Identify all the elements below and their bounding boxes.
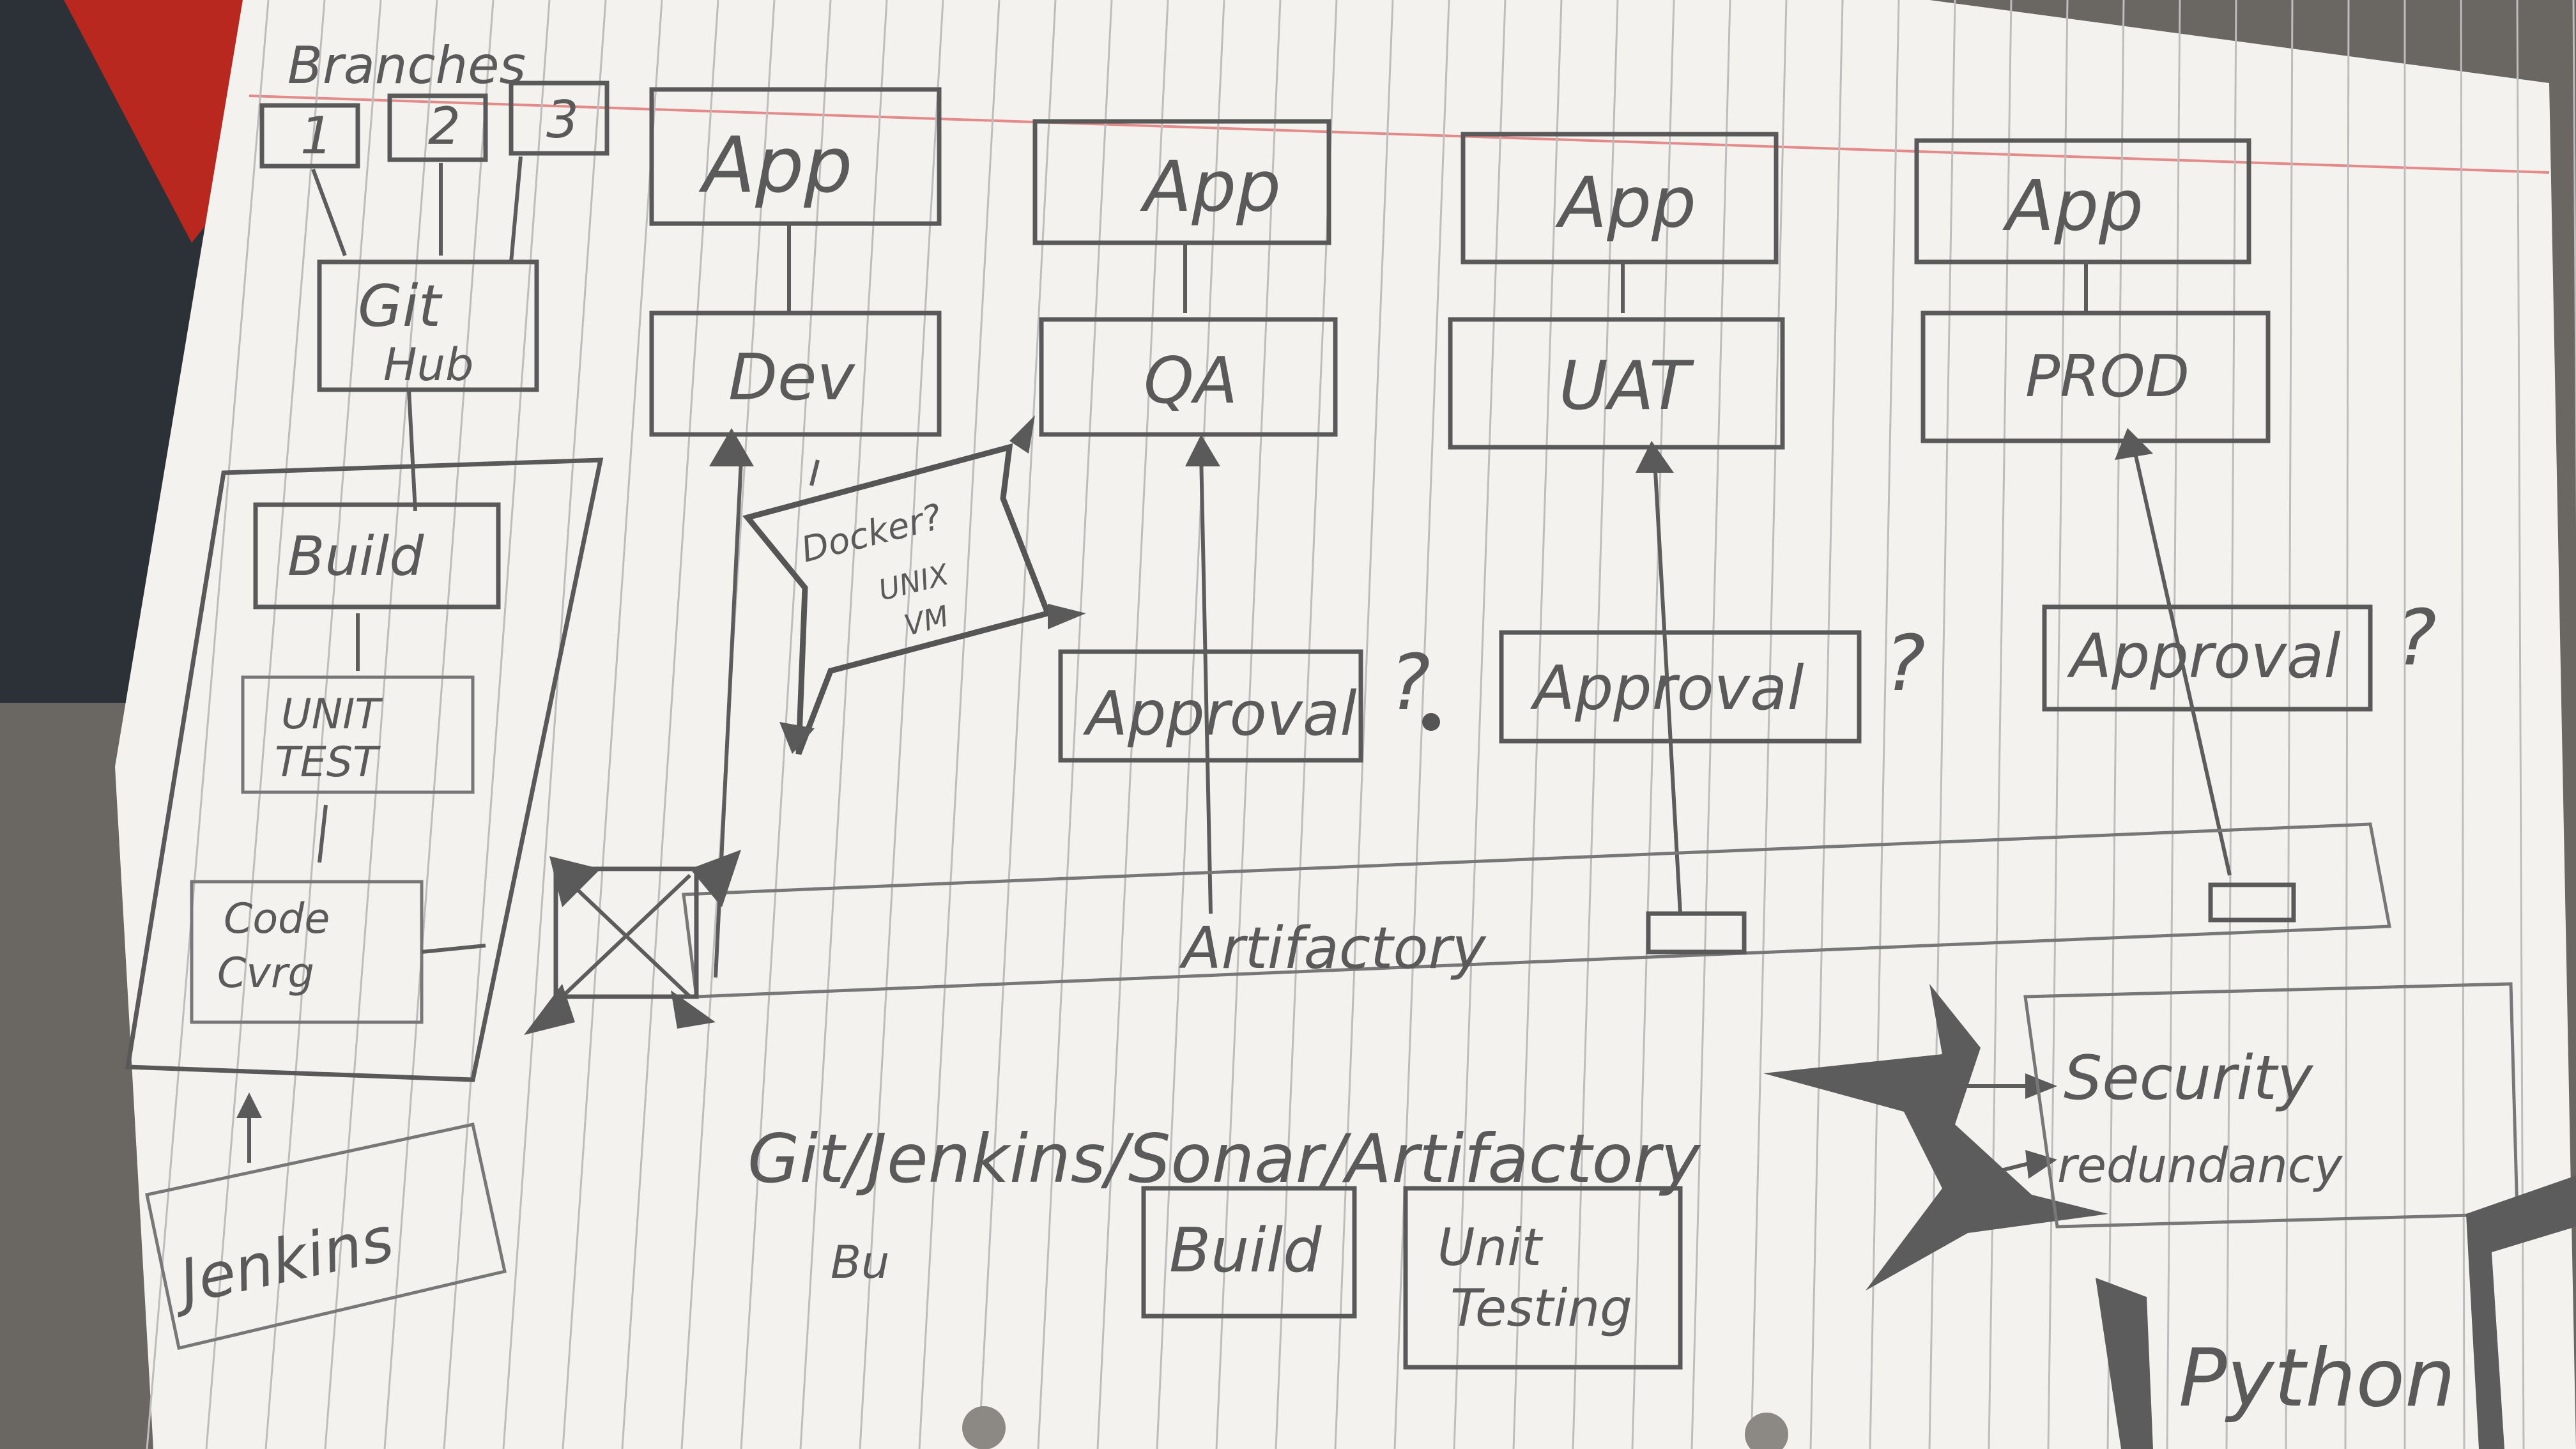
- app-label-prod: App: [2002, 165, 2143, 247]
- app-label-dev: App: [698, 121, 852, 210]
- ruling-line: [502, 0, 607, 1449]
- ruling-line: [918, 0, 1000, 1449]
- ruling-line: [2166, 0, 2181, 1449]
- env-dev: App Dev: [649, 87, 942, 437]
- ruling-line: [264, 0, 382, 1449]
- artifactory-label: Artifactory: [1179, 915, 1487, 982]
- ruling-line: [2572, 0, 2576, 532]
- python-bracket: [2096, 1278, 2153, 1449]
- docker-vm-shape: [742, 443, 1052, 755]
- jenkins-box: [145, 1123, 507, 1351]
- unit-testing-box: [1403, 1186, 1683, 1370]
- app-box-dev: [649, 87, 942, 226]
- app-label-uat: App: [1555, 162, 1696, 243]
- approval-question-uat: ?: [1885, 620, 1926, 709]
- red-object: [64, 0, 243, 243]
- github-box: [317, 259, 539, 392]
- ruling-line: [562, 0, 663, 1449]
- pipeline-code-coverage-line1: Code: [224, 895, 330, 943]
- branch-boxes: 1 2 3: [259, 80, 610, 169]
- pipeline-unit-test-box: [241, 675, 475, 794]
- ruling-line: [1750, 0, 1788, 1449]
- approval-qa: Approval ?: [1058, 639, 1440, 763]
- python-bracket-right: [2466, 1176, 2576, 1449]
- artifactory-bar: [682, 822, 2391, 999]
- pipeline-build-box: [253, 502, 501, 610]
- github-label-line1: Git: [358, 273, 443, 340]
- branch-1: 1: [300, 106, 333, 165]
- branch-3: 3: [546, 90, 579, 150]
- env-uat: App UAT: [1448, 132, 1785, 450]
- pipeline-unit-test-line1: UNIT: [281, 691, 383, 739]
- python-label: Python: [2179, 1332, 2455, 1425]
- ruling-line: [2106, 0, 2125, 1449]
- ruling-line: [1453, 0, 1506, 1449]
- build-label: Build: [1169, 1216, 1322, 1286]
- approval-prod: Approval ?: [2042, 594, 2437, 712]
- ruling-line: [205, 0, 326, 1449]
- build-box: [1141, 1186, 1357, 1319]
- env-label-qa: QA: [1144, 343, 1238, 418]
- pipeline-unit-test-line2: TEST: [275, 739, 381, 786]
- branches-label: Branches: [288, 36, 526, 95]
- env-box-prod: [1920, 310, 2271, 443]
- ruling-line: [799, 0, 888, 1449]
- ruling-line: [859, 0, 944, 1449]
- unit-testing-line1: Unit: [1438, 1218, 1543, 1277]
- ruling-line: [1512, 0, 1563, 1449]
- cross-arrows-icon: [524, 850, 741, 1035]
- artifact-package-prod: [2208, 882, 2296, 923]
- security-star-shape: [1763, 984, 2108, 1291]
- ruling-line: [383, 0, 494, 1449]
- pipeline-build-label: Build: [288, 525, 424, 588]
- approval-question-prod: ?: [2396, 594, 2437, 683]
- env-label-dev: Dev: [728, 340, 856, 415]
- ruling-line: [1869, 0, 1900, 1449]
- env-label-prod: PROD: [2025, 343, 2189, 410]
- ruling-line: [324, 0, 438, 1449]
- binder-hole: [1745, 1413, 1788, 1449]
- ruling-line: [1572, 0, 1619, 1449]
- ruling-line: [1334, 0, 1394, 1449]
- env-qa: App QA: [1032, 119, 1338, 437]
- env-box-dev: [649, 310, 942, 437]
- env-label-uat: UAT: [1559, 347, 1694, 425]
- app-box-prod: [1914, 138, 2251, 264]
- ruling-line: [2460, 0, 2465, 1449]
- approval-label-qa: Approval: [1082, 679, 1357, 749]
- ruling-line: [2225, 0, 2237, 1449]
- toolchain-label: Git/Jenkins/Sonar/Artifactory: [747, 1120, 1701, 1198]
- security-line1: Security: [2064, 1043, 2314, 1114]
- margin-line: [249, 95, 2550, 174]
- approval-label-prod: Approval: [2066, 622, 2341, 692]
- binder-hole: [962, 1406, 1006, 1449]
- toolchain-sub-label: Bu: [831, 1236, 889, 1289]
- artifact-package-uat: [1646, 911, 1747, 954]
- branch-2: 2: [428, 96, 461, 156]
- ruling-line: [146, 0, 270, 1449]
- unit-testing-line2: Testing: [1450, 1278, 1632, 1338]
- security-line2: redundancy: [2057, 1137, 2343, 1193]
- ruling-line: [443, 0, 551, 1449]
- ruling-line: [2285, 0, 2294, 1449]
- app-box-qa: [1032, 119, 1331, 245]
- ci-pipeline-container: [125, 457, 604, 1082]
- github-label-line2: Hub: [383, 339, 473, 391]
- env-prod: App PROD: [1914, 138, 2271, 443]
- env-box-qa: [1039, 317, 1338, 437]
- env-box-uat: [1448, 317, 1785, 450]
- app-label-qa: App: [1140, 146, 1281, 227]
- ruling-line: [1690, 0, 1731, 1449]
- pipeline-code-coverage-line2: Cvrg: [217, 949, 314, 997]
- ruling-line: [621, 0, 719, 1449]
- ruling-line: [1631, 0, 1675, 1449]
- ruling-line: [2344, 0, 2350, 1449]
- ruling-line: [1809, 0, 1844, 1449]
- approval-question-qa: ?: [1390, 639, 1430, 728]
- app-box-uat: [1460, 132, 1779, 264]
